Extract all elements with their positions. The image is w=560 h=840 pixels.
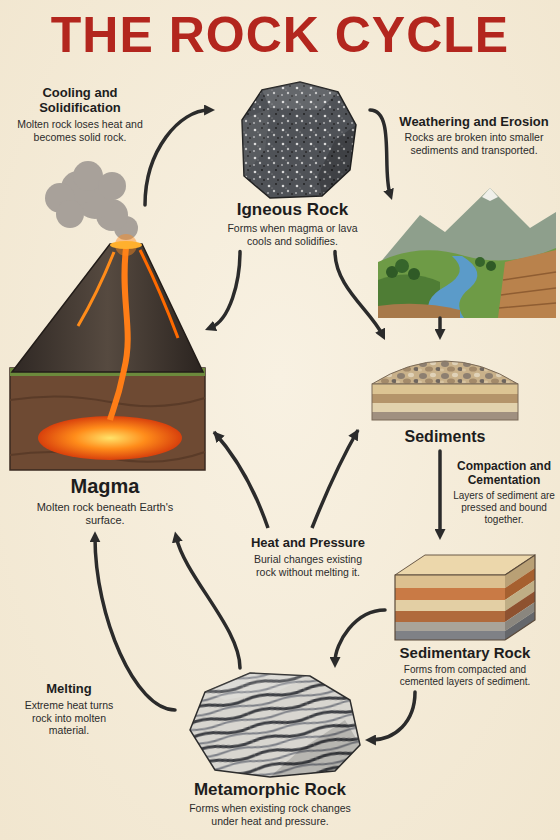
heat-pressure-arrows-part (214, 432, 268, 528)
cycle-arrow (371, 692, 415, 740)
sediments-illustration-part (372, 403, 518, 412)
landscape-illustration-part (378, 304, 460, 318)
heat-pressure-arrows-part (312, 430, 358, 528)
sedimentary-rock-illustration-part (395, 622, 505, 631)
volcano-illustration-part (110, 248, 128, 420)
sediments-illustration (372, 361, 518, 420)
landscape-illustration-part (475, 257, 485, 267)
stage-heading: Igneous Rock (220, 200, 365, 220)
sediments-illustration-part (372, 394, 518, 403)
volcano-illustration-part (78, 252, 114, 326)
metamorphic-rock-illustration (190, 673, 360, 777)
sedimentary-rock-illustration-part (505, 611, 535, 640)
stage-description: Forms from compacted and cemented layers… (390, 664, 540, 688)
cycle-arrow (211, 252, 240, 328)
metamorphic-rock-illustration-part (270, 720, 360, 777)
landscape-illustration-part (408, 268, 420, 280)
sediments-illustration-part (372, 384, 518, 394)
cycle-arrow (335, 252, 382, 335)
smoke-part (98, 172, 126, 200)
igneous-rock-illustration-part (262, 82, 338, 110)
metamorphic-rock: Metamorphic RockForms when existing rock… (175, 668, 365, 832)
sedimentary-rock-illustration (395, 555, 535, 640)
smoke-part (56, 200, 84, 228)
smoke (45, 161, 138, 240)
igneous-rock: Igneous RockForms when magma or lava coo… (215, 80, 370, 252)
magma: MagmaMolten rock beneath Earth's surface… (5, 205, 205, 531)
stage-description: Forms when magma or lava cools and solid… (220, 222, 365, 248)
stage-heading: Weathering and Erosion (396, 114, 552, 129)
landscape-illustration-part (486, 261, 496, 271)
diagram-title: THE ROCK CYCLE (0, 8, 560, 63)
sedimentary-rock-illustration-part (395, 575, 505, 588)
cycle-arrow (335, 610, 385, 662)
cycle-arrow (438, 451, 442, 534)
stage-heading: Metamorphic Rock (180, 780, 360, 800)
metamorphic-rock-illustration-part (190, 673, 360, 777)
cycle-arrow (95, 537, 175, 710)
process-heading: Heat and Pressure (246, 536, 370, 551)
cycle-arrow (176, 537, 240, 668)
landscape-illustration-part (498, 250, 556, 318)
process-heading: Compaction and Cementation (452, 460, 556, 488)
stage-description: Molten rock beneath Earth's surface. (30, 501, 180, 528)
process-heading: Melting (20, 682, 118, 697)
igneous-rock-illustration (242, 82, 356, 198)
sediments-illustration-part (372, 384, 518, 420)
process-description: Layers of sediment are pressed and bound… (452, 490, 556, 526)
stage-description: Forms when existing rock changes under h… (180, 802, 360, 828)
landscape-illustration-part (378, 248, 556, 318)
landscape-illustration-part (482, 188, 498, 201)
volcano-illustration-part (12, 244, 203, 372)
sedimentary-rock-illustration-part (395, 600, 505, 611)
stage-heading: Magma (30, 475, 180, 499)
landscape-illustration-part (395, 259, 409, 273)
landscape-illustration (378, 188, 556, 318)
process-description: Burial changes existing rock without mel… (246, 553, 370, 578)
cycle-arrow (145, 110, 209, 205)
sedimentary-rock: Sedimentary RockForms from compacted and… (385, 540, 545, 692)
process-heading: Cooling and Solidification (15, 86, 145, 116)
sedimentary-rock-illustration-part (395, 611, 505, 622)
weathering-erosion: Weathering and ErosionRocks are broken i… (392, 114, 556, 318)
cycle-arrow (438, 318, 442, 334)
sedimentary-rock-illustration-part (395, 631, 505, 640)
volcano-illustration (10, 161, 205, 470)
process-description: Extreme heat turns rock into molten mate… (20, 699, 118, 737)
sedimentary-rock-illustration-part (395, 555, 535, 640)
sediments: Sediments (365, 340, 525, 451)
stage-heading: Sediments (370, 428, 520, 447)
cycle-arrow (370, 110, 390, 194)
volcano-illustration-part (10, 396, 205, 406)
landscape-illustration-part (499, 272, 556, 308)
igneous-rock-illustration-part (242, 108, 270, 176)
sediments-illustration-part (372, 412, 518, 420)
metamorphic-rock-illustration-part (205, 673, 310, 700)
volcano-illustration-part (140, 250, 178, 338)
volcano-illustration-part (38, 416, 182, 460)
sediments-illustration-part (372, 361, 518, 384)
heat-pressure-arrows (214, 430, 358, 528)
volcano-illustration-part (110, 241, 142, 249)
process-description: Molten rock loses heat and becomes solid… (15, 118, 145, 143)
sedimentary-rock-illustration-part (395, 588, 505, 600)
stage-heading: Sedimentary Rock (390, 644, 540, 662)
igneous-rock-illustration-part (242, 82, 356, 198)
stage-description: Rocks are broken into smaller sediments … (396, 131, 552, 157)
igneous-rock-illustration-part (318, 125, 356, 196)
